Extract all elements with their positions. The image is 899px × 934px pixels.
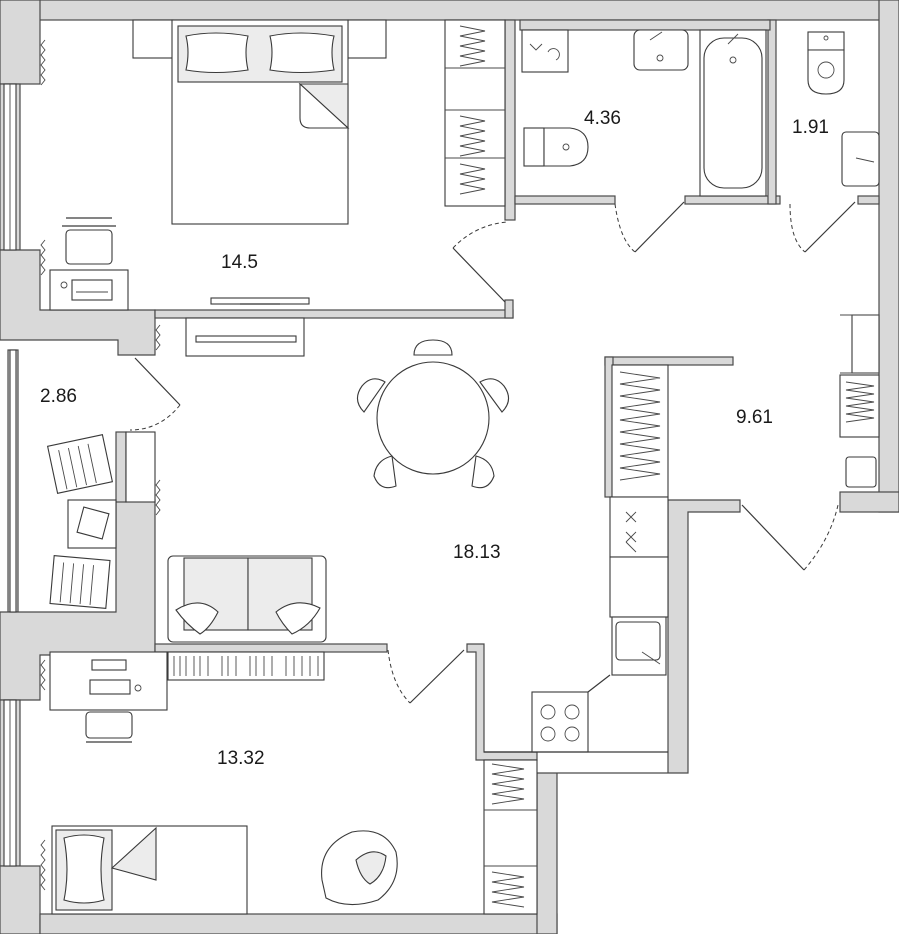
wardrobe-children [483,759,538,915]
wall-top [0,0,899,21]
wall-right-stepped [536,499,741,934]
door-balcony [134,357,181,406]
hallway-pouf [845,456,877,488]
lounge-chair-1 [46,434,114,494]
area-label-hallway: 9.61 [736,407,773,428]
door-entrance [741,504,805,571]
sink-basin [615,621,661,661]
keyboard-icon [89,679,131,695]
children-room-furniture [49,651,538,915]
newspaper-icon [76,506,110,540]
cooktop-burners-icon [625,511,637,553]
window-balcony [9,349,17,613]
bathroom-fixtures [521,29,767,197]
bathtub-inner [703,37,763,189]
wardrobe-bedroom [444,19,506,207]
blanket-child-fold [110,826,157,881]
windows [3,83,17,867]
stove [531,691,589,753]
door-bedroom [452,247,506,303]
tv-living [195,335,297,343]
wall-right-step [839,491,899,513]
dining-chair-left [356,378,386,413]
doors [129,201,856,704]
shoe-rack [851,314,880,374]
hallway-furniture [611,314,880,498]
chair-bedroom [65,229,113,265]
kitchen-living-furniture [167,317,669,753]
door-toilet [804,201,856,253]
chair-children [85,711,133,739]
bedroom-furniture [49,19,506,311]
wall-left-upper [0,0,41,85]
cushion-left-icon [175,602,219,635]
door-bathroom [634,201,685,253]
wall-bath-left [504,19,516,221]
toilet-bath [523,127,545,167]
dining-chair-bottom-right [471,455,495,489]
wall-bath-bottom2 [684,195,781,205]
area-label-children-room: 13.32 [217,748,265,769]
door-children [409,649,465,704]
toilet-tank [807,31,845,51]
wall-bottom [39,913,558,934]
armchair-cushion-icon [355,851,387,885]
monitor-icon [91,659,127,671]
wall-corridor [604,356,734,366]
lounge-chair-2 [49,555,111,609]
bookshelf [167,651,325,681]
bath-sink [633,29,689,71]
area-label-bathroom: 4.36 [584,108,621,129]
wall-left-lower [0,865,41,934]
laptop-icon [71,279,113,301]
pillow-child-icon [63,834,105,904]
wall-child-right [466,643,538,761]
dining-chair-top [413,339,453,356]
wall-living-bottom [154,643,388,653]
toilet-bowl [807,49,845,95]
wall-bedroom-stub [504,299,514,319]
toilet-bowl-bath [543,127,589,167]
tv-bedroom [210,297,310,305]
toilet-fixtures [807,31,880,187]
wall-toilet-left [767,19,777,205]
wall-bath-inner [519,19,771,31]
washing-machine [521,29,569,73]
balcony-shelf [125,431,156,503]
pillow-left-icon [185,32,249,74]
nightstand-right [347,19,387,59]
area-label-balcony: 2.86 [40,386,77,407]
balcony-furniture [46,431,156,609]
wall-balcony-inner [115,431,127,503]
wall-bath-bottom [514,195,616,205]
dining-chair-right [479,378,510,413]
area-label-toilet: 1.91 [792,117,829,138]
cushion-right-icon [275,602,321,635]
dining-chair-bottom-left [373,455,397,489]
kitchen-counter [609,496,669,558]
radiators [40,39,161,891]
area-label-kitchen-living: 18.13 [453,542,501,563]
wall-left-balcony-top [0,249,156,356]
wall-right [878,0,899,513]
nightstand-left [132,19,174,59]
kitchen-cabinet [609,556,669,618]
wall-bedroom-bottom [154,309,514,319]
area-labels: 14.5 4.36 1.91 2.86 9.61 18.13 13.32 [40,108,829,769]
wall-toilet-bottom [857,195,880,205]
pillow-right-icon [269,32,335,74]
dining-table [376,361,490,475]
area-label-bedroom: 14.5 [221,252,258,273]
